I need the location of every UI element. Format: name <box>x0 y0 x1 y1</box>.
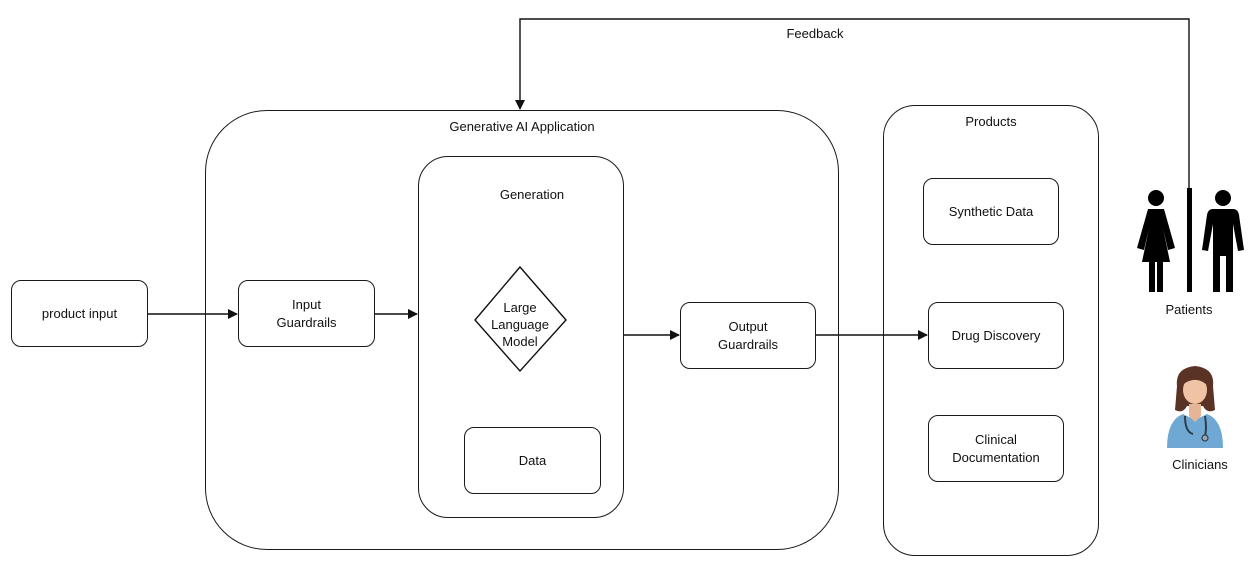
feedback-label: Feedback <box>786 26 844 41</box>
product-input-box: product input <box>11 280 148 347</box>
products-title: Products <box>965 114 1017 129</box>
generation-container <box>418 156 624 518</box>
clinician-icon <box>1167 366 1223 448</box>
patients-icon <box>1137 188 1244 292</box>
patients-label: Patients <box>1165 302 1213 317</box>
generation-title: Generation <box>499 187 565 202</box>
large-language-model-diamond <box>474 265 567 373</box>
products-container <box>883 105 1099 556</box>
feedback-loop-line <box>515 18 1190 190</box>
drug-discovery-box: Drug Discovery <box>928 302 1064 369</box>
generative-ai-application-container <box>205 110 839 550</box>
data-box: Data <box>464 427 601 494</box>
large-language-model-label: Large Language Model <box>491 300 549 349</box>
clinicians-label: Clinicians <box>1172 457 1228 472</box>
synthetic-data-box: Synthetic Data <box>923 178 1059 245</box>
clinical-documentation-box: Clinical Documentation <box>928 415 1064 482</box>
input-guardrails-box: Input Guardrails <box>238 280 375 347</box>
generative-ai-application-title: Generative AI Application <box>449 119 595 134</box>
output-guardrails-box: Output Guardrails <box>680 302 816 369</box>
